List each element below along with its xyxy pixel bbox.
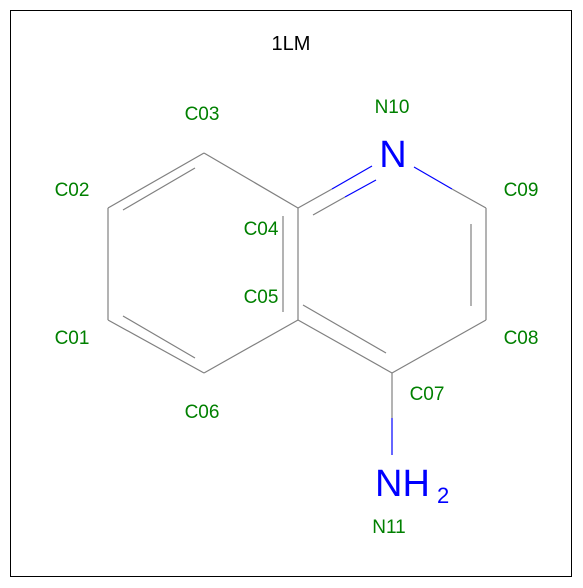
atom-label-c06: C06 [185, 402, 220, 423]
bond-c04-c03 [203, 152, 299, 209]
amine-subscript: 2 [437, 483, 449, 508]
bond-group [107, 152, 487, 374]
atom-label-c09: C09 [504, 180, 539, 201]
cn-bond-group [297, 165, 487, 455]
atom-label-c04: C04 [244, 219, 279, 240]
atom-label-n10: N10 [375, 97, 410, 118]
bond-c03-c02-inner [122, 167, 196, 211]
bond-c04-n10-carbon-half [297, 188, 333, 209]
atom-label-c05: C05 [244, 287, 279, 308]
bond-c09-n10-nitrogen-half [413, 166, 453, 190]
bond-c05-c07 [297, 319, 393, 374]
atom-label-c07: C07 [410, 384, 445, 405]
atom-label-c01: C01 [55, 328, 90, 349]
bond-c04-n10-inner-nitrogen-half [344, 179, 377, 198]
atom-label-c03: C03 [185, 104, 220, 125]
ring-nitrogen-symbol: N [379, 134, 406, 176]
bond-c06-c05 [203, 319, 299, 374]
bond-c01-c06-inner [122, 315, 196, 359]
bond-c07-c08 [391, 319, 487, 374]
atom-label-n11: N11 [372, 517, 405, 538]
bond-c04-n10-nitrogen-half [331, 165, 373, 190]
bond-c09-n10-carbon-half [451, 188, 487, 209]
bond-c01-c06 [107, 319, 205, 374]
atom-label-c02: C02 [55, 180, 90, 201]
diagram-title: 1LM [272, 33, 311, 55]
amine-symbol: NH [375, 463, 430, 505]
bond-c04-n10-inner-carbon-half [312, 196, 346, 216]
bond-c03-c02 [107, 152, 205, 209]
bond-c05-c07-inner [302, 304, 387, 354]
diagram-frame [10, 10, 572, 577]
atom-label-c08: C08 [504, 328, 539, 349]
